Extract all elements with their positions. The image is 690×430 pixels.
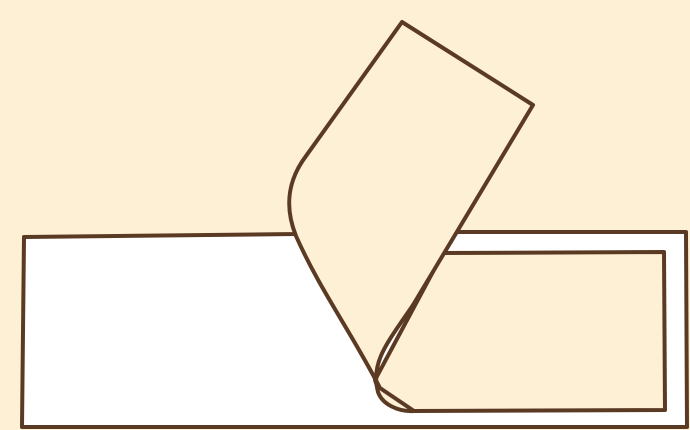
peel-off-sticker-diagram <box>0 0 690 430</box>
sticker-illustration <box>0 0 690 430</box>
